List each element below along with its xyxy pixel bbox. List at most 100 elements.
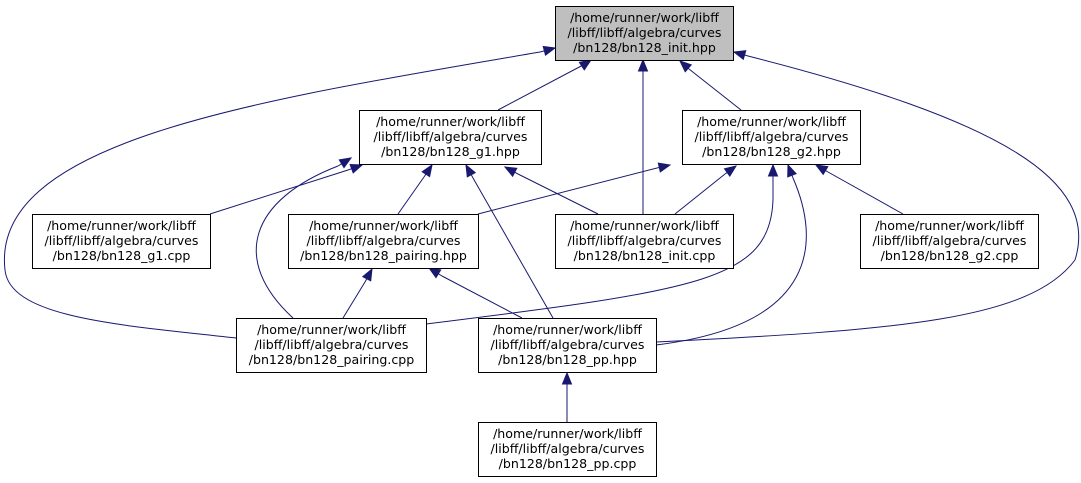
node-box xyxy=(288,214,479,269)
edge-pp_hpp-to-g2_hpp xyxy=(655,163,807,346)
node-label-line: /libff/libff/algebra/curves xyxy=(567,233,721,248)
arrowhead-icon xyxy=(814,164,829,176)
edge-line xyxy=(517,173,599,215)
edge-connector xyxy=(337,163,342,167)
edge-line xyxy=(425,178,774,325)
edge-init_cpp-to-init_hpp xyxy=(637,58,649,214)
edge-line xyxy=(342,281,366,319)
edge-g2_hpp-to-init_hpp xyxy=(679,60,742,111)
arrowhead-icon xyxy=(465,163,477,178)
node-box xyxy=(555,214,734,269)
node-label-line: /libff/libff/algebra/curves xyxy=(567,25,721,40)
arrowhead-icon xyxy=(657,162,672,173)
node-label-line: /home/runner/work/libff xyxy=(570,10,719,25)
node-pairing-cpp[interactable]: /home/runner/work/libff/libff/libff/alge… xyxy=(236,318,427,373)
arrowhead-icon xyxy=(349,163,364,174)
node-label-line: /bn128/bn128_g2.hpp xyxy=(702,144,841,159)
edge-pairing_cpp-to-g2_hpp xyxy=(425,163,779,325)
node-label-line: /home/runner/work/libff xyxy=(257,322,406,337)
node-box xyxy=(478,318,657,373)
edge-pairing_cpp-to-g1_hpp xyxy=(255,157,353,319)
node-box xyxy=(478,422,657,477)
edge-line xyxy=(3,51,541,339)
node-label-line: /libff/libff/algebra/curves xyxy=(306,233,460,248)
node-label-line: /home/runner/work/libff xyxy=(697,114,846,129)
node-box xyxy=(236,318,427,373)
edge-line xyxy=(827,171,904,215)
node-label-line: /bn128/bn128_g1.hpp xyxy=(381,144,520,159)
nodes-layer: /home/runner/work/libff/libff/libff/alge… xyxy=(32,6,1039,477)
arrowhead-icon xyxy=(561,371,573,385)
edge-init_cpp-to-g1_hpp xyxy=(503,166,599,215)
arrowhead-icon xyxy=(732,50,747,61)
edge-connector xyxy=(470,174,474,179)
node-g2-hpp[interactable]: /home/runner/work/libff/libff/libff/alge… xyxy=(682,110,861,165)
node-g1-hpp[interactable]: /home/runner/work/libff/libff/libff/alge… xyxy=(359,110,542,165)
node-label-line: /bn128/bn128_pp.cpp xyxy=(499,456,637,471)
edge-g1_cpp-to-g1_hpp xyxy=(209,163,364,215)
arrowhead-icon xyxy=(637,58,649,72)
node-label-line: /libff/libff/algebra/curves xyxy=(694,129,848,144)
node-label-line: /bn128/bn128_pairing.hpp xyxy=(300,248,467,263)
node-label-line: /libff/libff/algebra/curves xyxy=(44,233,198,248)
node-pairing-hpp[interactable]: /home/runner/work/libff/libff/libff/alge… xyxy=(288,214,479,269)
arrowhead-icon xyxy=(578,59,593,71)
edge-line xyxy=(472,177,554,319)
edge-line xyxy=(441,275,523,319)
edges-layer xyxy=(3,45,1080,422)
arrowhead-icon xyxy=(542,45,557,57)
node-label-line: /bn128/bn128_pairing.cpp xyxy=(249,352,415,367)
node-label-line: /home/runner/work/libff xyxy=(47,218,196,233)
arrowhead-icon xyxy=(723,165,738,177)
edge-g1_hpp-to-init_hpp xyxy=(497,59,593,111)
node-label-line: /home/runner/work/libff xyxy=(493,426,642,441)
edge-connector xyxy=(514,171,519,175)
edge-line xyxy=(655,55,1080,343)
arrowhead-icon xyxy=(421,163,433,178)
node-label-line: /libff/libff/algebra/curves xyxy=(490,337,644,352)
node-label-line: /libff/libff/algebra/curves xyxy=(490,441,644,456)
node-label-line: /home/runner/work/libff xyxy=(493,322,642,337)
arrowhead-icon xyxy=(338,157,353,169)
edge-line xyxy=(497,63,586,111)
arrowhead-icon xyxy=(679,60,693,73)
edge-connector xyxy=(423,173,427,178)
node-init-hpp: /home/runner/work/libff/libff/libff/alge… xyxy=(555,6,734,61)
edge-pp_hpp-to-init_hpp xyxy=(655,50,1080,343)
edge-connector xyxy=(744,54,749,57)
edge-connector xyxy=(347,168,352,171)
node-label-line: /bn128/bn128_g2.cpp xyxy=(881,248,1019,263)
node-g1-cpp[interactable]: /home/runner/work/libff/libff/libff/alge… xyxy=(32,214,211,269)
edge-pairing_hpp-to-g2_hpp xyxy=(477,162,672,215)
node-box xyxy=(32,214,211,269)
arrowhead-icon xyxy=(787,163,797,178)
edge-line xyxy=(477,167,658,215)
node-label-line: /home/runner/work/libff xyxy=(309,218,458,233)
edge-connector xyxy=(364,278,368,283)
node-g2-cpp[interactable]: /home/runner/work/libff/libff/libff/alge… xyxy=(860,214,1039,269)
edge-connector xyxy=(539,50,545,53)
edge-line xyxy=(255,165,339,319)
edge-line xyxy=(397,176,425,215)
edge-pairing_cpp-to-pairing_hpp xyxy=(342,267,373,319)
node-init-cpp[interactable]: /home/runner/work/libff/libff/libff/alge… xyxy=(555,214,734,269)
edge-pairing_hpp-to-g1_hpp xyxy=(397,163,433,215)
arrowhead-icon xyxy=(767,163,779,177)
arrowhead-icon xyxy=(361,267,373,282)
node-label-line: /home/runner/work/libff xyxy=(376,114,525,129)
node-label-line: /libff/libff/algebra/curves xyxy=(254,337,408,352)
edge-init_cpp-to-g2_hpp xyxy=(674,165,738,215)
node-box xyxy=(860,214,1039,269)
edge-line xyxy=(674,173,726,215)
edge-pp_cpp-to-pp_hpp xyxy=(561,371,573,422)
node-label-line: /bn128/bn128_init.hpp xyxy=(573,40,716,55)
node-pp-hpp[interactable]: /home/runner/work/libff/libff/libff/alge… xyxy=(478,318,657,373)
node-label-line: /bn128/bn128_g1.cpp xyxy=(53,248,191,263)
arrowhead-icon xyxy=(503,166,518,178)
edge-g2_cpp-to-g2_hpp xyxy=(814,164,904,215)
edge-line xyxy=(688,68,742,111)
node-box xyxy=(359,110,542,165)
node-label-line: /bn128/bn128_pp.hpp xyxy=(498,352,637,367)
node-pp-cpp[interactable]: /home/runner/work/libff/libff/libff/alge… xyxy=(478,422,657,477)
node-label-line: /libff/libff/algebra/curves xyxy=(872,233,1026,248)
